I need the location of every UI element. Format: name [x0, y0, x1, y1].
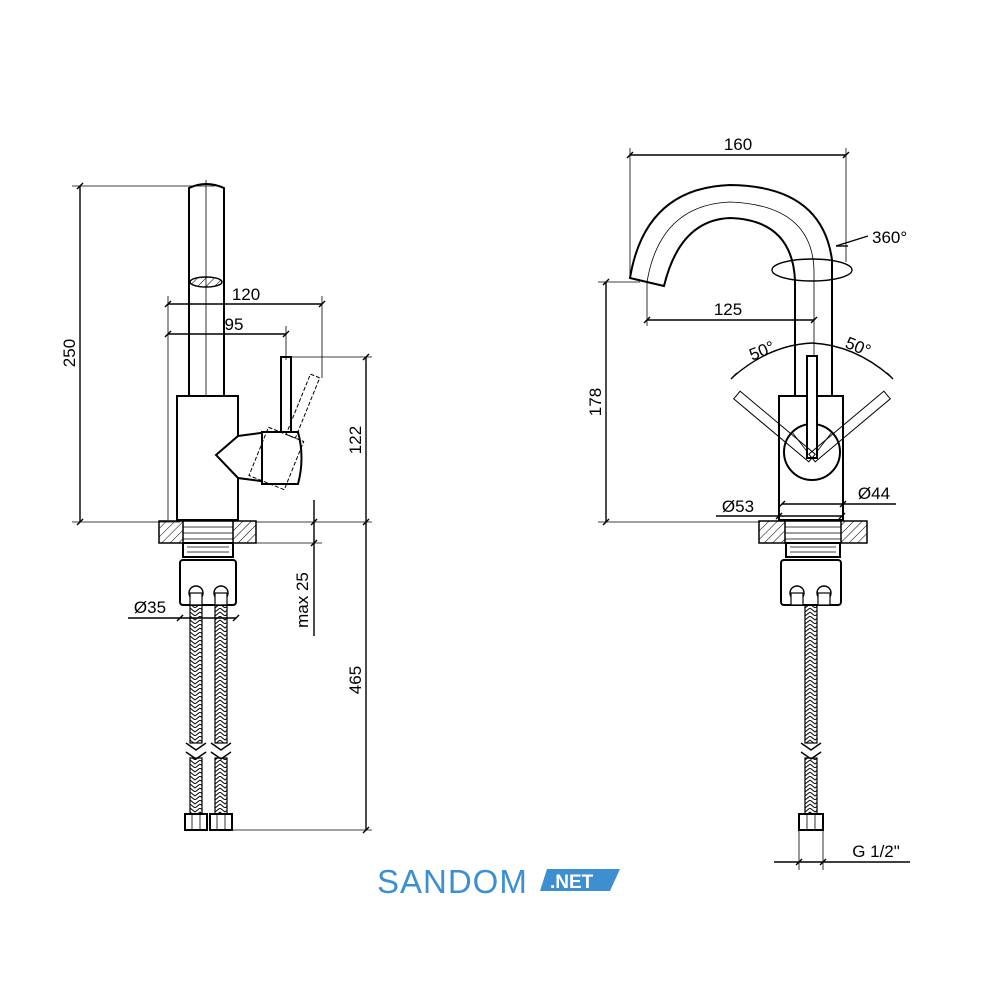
- dim-reach-inner-label: 95: [225, 315, 244, 334]
- dim-spout-reach: 125: [643, 282, 818, 326]
- dim-thread: G 1/2": [774, 830, 910, 870]
- dim-hose-length: 465: [232, 522, 372, 834]
- left-base-plate: [158, 520, 257, 558]
- left-body: [176, 356, 321, 521]
- dim-spout-height-label: 178: [586, 388, 605, 416]
- dim-thread-label: G 1/2": [852, 842, 900, 861]
- left-hoses: [184, 604, 233, 831]
- brand-suffix: .NET: [550, 872, 594, 893]
- dim-diameter-base-right: Ø53: [716, 497, 846, 520]
- dim-reach-outer: 120: [164, 285, 326, 520]
- dim-reach-outer-label: 120: [232, 285, 260, 304]
- dim-diameter-body: Ø44: [778, 484, 896, 508]
- dim-spout-width: 160: [626, 135, 850, 278]
- right-mount-nut: [780, 559, 842, 606]
- dim-height-total-label: 250: [60, 339, 79, 367]
- dim-max-thickness-label: max 25: [293, 572, 312, 628]
- right-body: [733, 355, 891, 521]
- dim-height-total: 250: [60, 182, 215, 526]
- dim-body-height-label: 122: [346, 426, 365, 454]
- dim-spout-height: 178: [586, 278, 760, 526]
- left-view: 250 120 95 122: [60, 180, 372, 834]
- left-spout: [188, 180, 225, 520]
- dim-spout-reach-label: 125: [714, 300, 742, 319]
- right-base-plate: [758, 520, 868, 558]
- rotation-indicator: 360°: [771, 228, 907, 282]
- brand-name: SANDOM: [377, 863, 528, 900]
- right-hose: [798, 604, 824, 831]
- dim-diameter-base-right-label: Ø53: [722, 497, 754, 516]
- left-mount-nut: [179, 559, 237, 606]
- brand-suffix-badge: [540, 869, 620, 891]
- brand-logo: SANDOM .NET: [377, 863, 620, 900]
- angle-right-label: 50°: [843, 333, 874, 360]
- right-view: 360° 50° 50°: [586, 135, 910, 870]
- dim-max-thickness: max 25: [256, 500, 322, 636]
- dim-spout-width-label: 160: [724, 135, 752, 154]
- angle-left-label: 50°: [746, 337, 777, 364]
- rotation-label: 360°: [872, 228, 907, 247]
- dim-reach-inner: 95: [164, 315, 290, 360]
- dim-diameter-base-left-label: Ø35: [134, 598, 166, 617]
- dim-diameter-body-label: Ø44: [858, 484, 890, 503]
- dim-hose-length-label: 465: [346, 666, 365, 694]
- dim-diameter-base-left: Ø35: [128, 598, 240, 622]
